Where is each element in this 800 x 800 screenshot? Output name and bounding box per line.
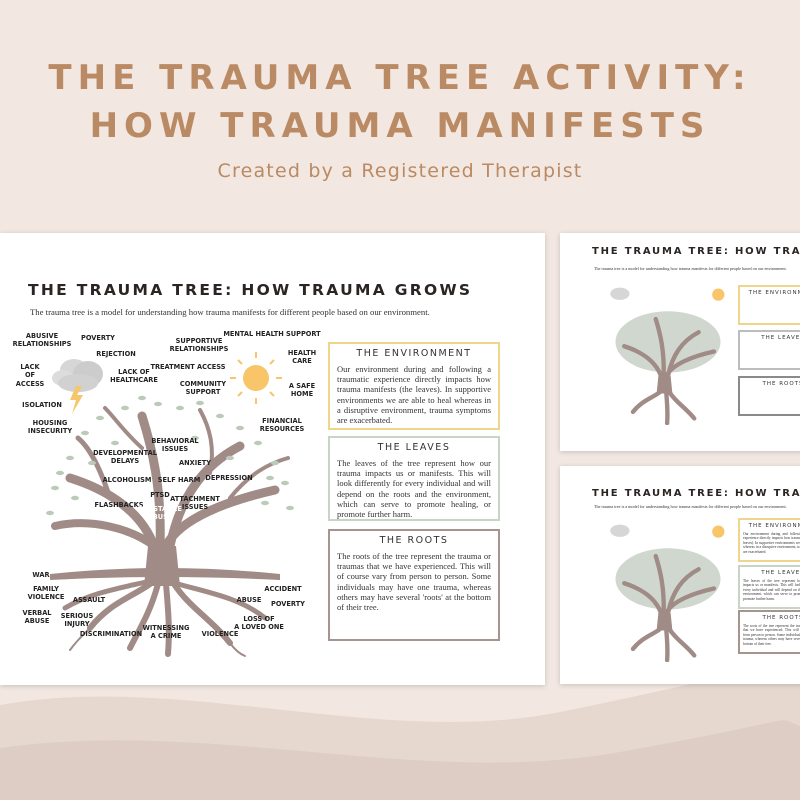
label-ptsd: PTSD: [150, 491, 170, 499]
filled-environment-box-title: THE ENVIRONMENT: [748, 523, 800, 529]
leaves-box-text: The leaves of the tree represent how our…: [337, 458, 491, 520]
filled-leaves-box-text: The leaves of the tree represent how our…: [743, 579, 800, 601]
roots-box-text: The roots of the tree represent the trau…: [337, 551, 491, 613]
worksheet-title: THE TRAUMA TREE: HOW TRAUMA GROWS: [28, 281, 473, 299]
filled-leaves-box: THE LEAVES The leaves of the tree repres…: [738, 565, 800, 609]
label-war: WAR: [32, 571, 50, 579]
label-poverty-environment: POVERTY: [81, 334, 115, 342]
filled-worksheet-preview: THE TRAUMA TREE: HOW TRAUMA GROWS The tr…: [560, 466, 800, 684]
label-serious-injury: SERIOUS INJURY: [60, 612, 94, 629]
label-housing-insecurity: HOUSING INSECURITY: [27, 419, 73, 436]
blank-leaves-box-title: THE LEAVES: [761, 335, 800, 341]
label-verbal-abuse: VERBAL ABUSE: [22, 609, 52, 626]
label-treatment-access: TREATMENT ACCESS: [150, 363, 226, 371]
label-violence: VIOLENCE: [201, 630, 239, 638]
blank-worksheet-intro: The trauma tree is a model for understan…: [594, 266, 787, 271]
filled-environment-box: THE ENVIRONMENT Our environment during a…: [738, 518, 800, 562]
filled-worksheet-title: THE TRAUMA TREE: HOW TRAUMA GROWS: [592, 488, 800, 499]
trauma-tree-illustration: [46, 352, 294, 657]
hero-title-line-2: HOW TRAUMA MANIFESTS: [89, 106, 711, 146]
blank-worksheet-preview: THE TRAUMA TREE: HOW TRAUMA GROWS The tr…: [560, 233, 800, 451]
label-substance-abuse: SUBSTANCE ABUSE: [138, 505, 182, 522]
filled-environment-box-text: Our environment during and following a t…: [743, 532, 800, 554]
label-supportive-relationships: SUPPORTIVE RELATIONSHIPS: [169, 337, 229, 354]
hero-subtitle: Created by a Registered Therapist: [217, 160, 583, 182]
label-rejection: REJECTION: [96, 350, 136, 358]
label-abusive-relationships: ABUSIVE RELATIONSHIPS: [12, 332, 72, 349]
blank-roots-box: THE ROOTS: [738, 376, 800, 416]
label-lack-of-access: LACK OF ACCESS: [15, 363, 45, 388]
filled-roots-box-title: THE ROOTS: [762, 615, 800, 621]
sun-icon: [230, 352, 282, 404]
filled-worksheet-intro: The trauma tree is a model for understan…: [594, 504, 787, 509]
label-financial-resources: FINANCIAL RESOURCES: [259, 417, 305, 434]
label-attachment-issues: ATTACHMENT ISSUES: [170, 495, 220, 512]
main-worksheet-preview: THE TRAUMA TREE: HOW TRAUMA GROWS The tr…: [0, 233, 545, 685]
tree-leaves: [46, 395, 294, 516]
label-developmental-delays: DEVELOPMENTAL DELAYS: [93, 449, 157, 466]
label-witnessing-a-crime: WITNESSING A CRIME: [142, 624, 190, 641]
label-health-care: HEALTH CARE: [287, 349, 317, 366]
environment-box-title: THE ENVIRONMENT: [356, 348, 472, 359]
label-anxiety: ANXIETY: [179, 459, 211, 467]
label-abuse: ABUSE: [236, 596, 262, 604]
tree-roots: [62, 579, 268, 657]
label-community-support: COMMUNITY SUPPORT: [179, 380, 227, 397]
hero-title-line-1: THE TRAUMA TREE ACTIVITY:: [48, 58, 752, 98]
tree-trunk: [50, 546, 280, 586]
blank-tree-illustration: [610, 287, 725, 425]
label-lack-of-healthcare: LACK OF HEALTHCARE: [110, 368, 158, 385]
label-family-violence: FAMILY VIOLENCE: [27, 585, 65, 602]
label-behavioral-issues: BEHAVIORAL ISSUES: [151, 437, 199, 454]
filled-roots-box: THE ROOTS The roots of the tree represen…: [738, 610, 800, 654]
leaves-box: THE LEAVES The leaves of the tree repres…: [328, 436, 500, 521]
label-accident: ACCIDENT: [264, 585, 302, 593]
filled-tree-illustration: [610, 524, 725, 662]
roots-box-title: THE ROOTS: [379, 535, 449, 546]
label-self-harm: SELF HARM: [157, 476, 201, 484]
label-discrimination: DISCRIMINATION: [79, 630, 143, 638]
label-mental-health-support: MENTAL HEALTH SUPPORT: [223, 330, 321, 338]
environment-box-text: Our environment during and following a t…: [337, 364, 491, 426]
blank-leaves-box: THE LEAVES: [738, 330, 800, 370]
label-isolation: ISOLATION: [22, 401, 62, 409]
blank-roots-box-title: THE ROOTS: [762, 381, 800, 387]
environment-box: THE ENVIRONMENT Our environment during a…: [328, 342, 500, 430]
blank-environment-box-title: THE ENVIRONMENT: [748, 290, 800, 296]
blank-environment-box: THE ENVIRONMENT: [738, 285, 800, 325]
label-poverty-roots: POVERTY: [271, 600, 305, 608]
label-flashbacks: FLASHBACKS: [94, 501, 144, 509]
label-loss-of-a-loved-one: LOSS OF A LOVED ONE: [234, 615, 284, 632]
label-assault: ASSAULT: [72, 596, 106, 604]
label-a-safe-home: A SAFE HOME: [288, 382, 316, 399]
label-depression: DEPRESSION: [205, 474, 253, 482]
label-alcoholism: ALCOHOLISM: [102, 476, 152, 484]
worksheet-intro: The trauma tree is a model for understan…: [30, 307, 430, 317]
blank-worksheet-title: THE TRAUMA TREE: HOW TRAUMA GROWS: [592, 246, 800, 257]
leaves-box-title: THE LEAVES: [377, 442, 451, 453]
tree-branches: [51, 406, 290, 551]
roots-box: THE ROOTS The roots of the tree represen…: [328, 529, 500, 641]
cloud-icon: [52, 359, 103, 414]
filled-leaves-box-title: THE LEAVES: [761, 570, 800, 576]
filled-roots-box-text: The roots of the tree represent the trau…: [743, 624, 800, 646]
